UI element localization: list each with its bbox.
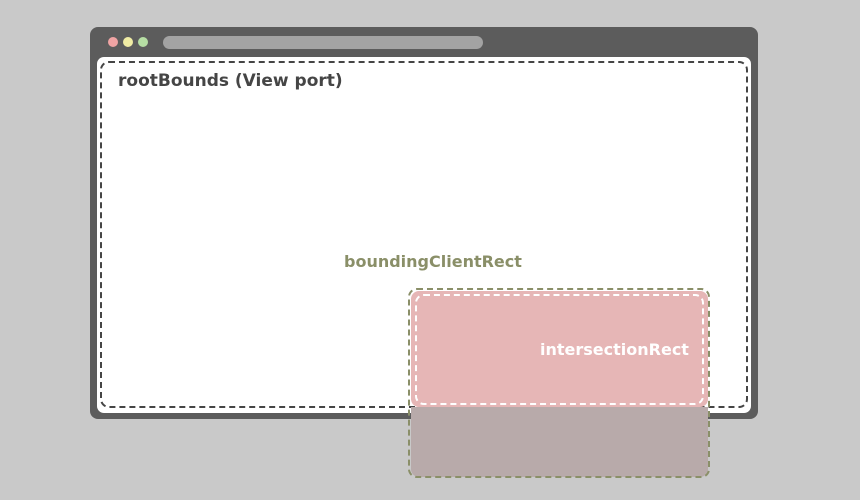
window-close-dot [108,37,118,47]
bounding-client-rect-label: boundingClientRect [344,252,522,271]
intersection-rect-fill [411,291,708,407]
intersection-rect-label: intersectionRect [540,340,689,359]
address-bar [163,36,483,49]
window-maximize-dot [138,37,148,47]
bounding-client-rect-outline [408,288,710,478]
intersection-rect-outline [415,294,704,405]
root-bounds-label: rootBounds (View port) [118,71,343,91]
bounding-rect-outside-region [411,407,708,477]
window-minimize-dot [123,37,133,47]
